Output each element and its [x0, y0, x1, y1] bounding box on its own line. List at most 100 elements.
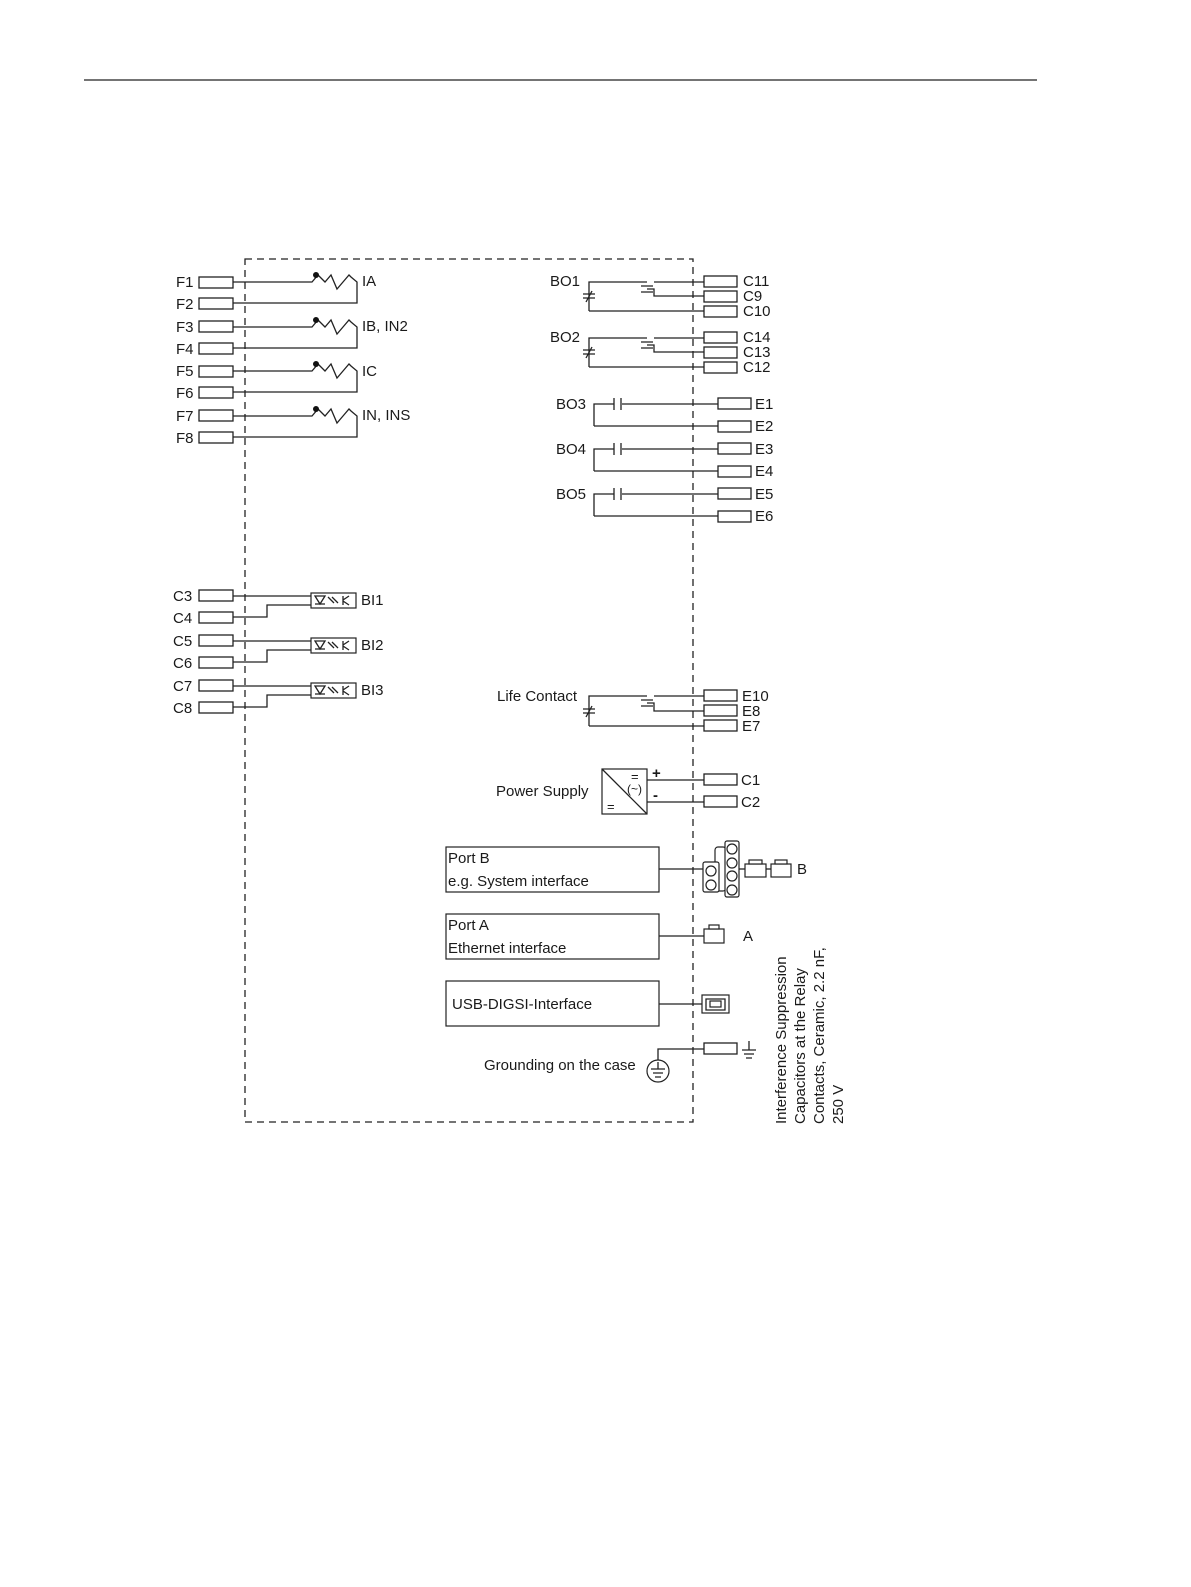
- ground-icon: [742, 1041, 756, 1059]
- fiber-connector-icon[interactable]: [702, 840, 792, 898]
- grounding-label: Grounding on the case: [484, 1057, 636, 1074]
- terminal-label: E5: [755, 486, 773, 503]
- terminal[interactable]: [198, 342, 234, 355]
- terminal-label: F5: [176, 363, 194, 380]
- port-a-box: [445, 913, 660, 960]
- terminal[interactable]: [198, 656, 234, 669]
- no-contact-icon: [613, 398, 622, 410]
- terminal[interactable]: [717, 420, 752, 433]
- output-label: BO1: [550, 273, 580, 290]
- terminal[interactable]: [703, 719, 738, 732]
- terminal[interactable]: [703, 773, 738, 786]
- nc-contact-icon: [583, 290, 595, 303]
- power-supply-label: Power Supply: [496, 783, 589, 800]
- output-label: BO2: [550, 329, 580, 346]
- terminal-label: F3: [176, 319, 194, 336]
- port-b-title: Port B: [448, 850, 490, 867]
- port-a-subtitle: Ethernet interface: [448, 940, 566, 957]
- terminal[interactable]: [198, 701, 234, 714]
- terminal-label: C5: [173, 633, 192, 650]
- terminal-label: C11: [743, 273, 769, 290]
- binary-output-bo5: BO5 E5 E6: [556, 486, 773, 525]
- output-label: BO5: [556, 486, 586, 503]
- terminal[interactable]: [703, 361, 738, 374]
- note-line-3: Contacts, Ceramic, 2.2 nF,: [811, 947, 828, 1124]
- port-b-terminal-label: B: [797, 861, 807, 878]
- no-contact-icon: [641, 341, 653, 349]
- terminal[interactable]: [717, 487, 752, 500]
- terminal[interactable]: [198, 365, 234, 378]
- terminal[interactable]: [198, 409, 234, 422]
- terminal[interactable]: [198, 589, 234, 602]
- terminal[interactable]: [703, 795, 738, 808]
- life-contact-label: Life Contact: [497, 688, 578, 705]
- terminal-label: E8: [742, 703, 760, 720]
- current-input-label: IN, INS: [362, 407, 410, 424]
- no-contact-icon: [613, 443, 622, 455]
- port-a-title: Port A: [448, 917, 489, 934]
- note-line-4: 250 V: [830, 1085, 847, 1124]
- terminal[interactable]: [198, 297, 234, 310]
- terminal-label: C12: [743, 359, 771, 376]
- terminal-label: C8: [173, 700, 192, 717]
- terminal[interactable]: [198, 679, 234, 692]
- port-a-terminal-label: A: [743, 928, 753, 945]
- terminal[interactable]: [703, 346, 738, 359]
- polarity-dot: [313, 317, 319, 323]
- usb-box: [445, 980, 660, 1027]
- terminal[interactable]: [198, 634, 234, 647]
- terminal[interactable]: [717, 465, 752, 478]
- terminal-label: E6: [755, 508, 773, 525]
- current-input-ib: F3 F4 IB, IN2: [176, 317, 408, 358]
- terminal[interactable]: [703, 290, 738, 303]
- terminal[interactable]: [717, 510, 752, 523]
- nc-contact-icon: [583, 705, 595, 718]
- terminal-label: C7: [173, 678, 192, 695]
- terminal[interactable]: [703, 1042, 738, 1055]
- plus-sign: +: [652, 765, 661, 782]
- terminal[interactable]: [717, 442, 752, 455]
- ac-symbol: (~): [627, 782, 642, 796]
- terminal[interactable]: [198, 431, 234, 444]
- terminal-label: C6: [173, 655, 192, 672]
- binary-output-bo1: BO1 C11 C9 C10: [550, 273, 771, 320]
- no-contact-icon: [613, 488, 622, 500]
- terminal-label: E10: [742, 688, 769, 705]
- binary-input-label: BI1: [361, 592, 384, 609]
- terminal[interactable]: [703, 331, 738, 344]
- terminal-label: C4: [173, 610, 192, 627]
- terminal-label: F7: [176, 408, 194, 425]
- terminal[interactable]: [198, 276, 234, 289]
- binary-input-label: BI2: [361, 637, 384, 654]
- current-input-label: IC: [362, 363, 377, 380]
- terminal-label: C1: [741, 772, 760, 789]
- usb-port-icon[interactable]: [701, 994, 730, 1014]
- no-contact-icon: [641, 699, 653, 707]
- life-contact: Life Contact E10 E8 E7: [497, 688, 769, 735]
- binary-output-bo4: BO4 E3 E4: [556, 441, 773, 480]
- current-input-label: IA: [362, 273, 376, 290]
- terminal[interactable]: [703, 275, 738, 288]
- terminal-label: C13: [743, 344, 771, 361]
- terminal-label: E2: [755, 418, 773, 435]
- terminal-label: C3: [173, 588, 192, 605]
- note-line-2: Capacitors at the Relay: [792, 968, 809, 1124]
- output-label: BO3: [556, 396, 586, 413]
- grounding: Grounding on the case: [484, 1041, 756, 1083]
- terminal[interactable]: [198, 611, 234, 624]
- terminal-label: F1: [176, 274, 194, 291]
- terminal[interactable]: [198, 320, 234, 333]
- terminal[interactable]: [198, 386, 234, 399]
- terminal[interactable]: [703, 689, 738, 702]
- terminal-label: E4: [755, 463, 773, 480]
- binary-output-bo3: BO3 E1 E2: [556, 396, 773, 435]
- polarity-dot: [313, 272, 319, 278]
- output-label: BO4: [556, 441, 586, 458]
- current-input-label: IB, IN2: [362, 318, 408, 335]
- terminal[interactable]: [717, 397, 752, 410]
- terminal[interactable]: [703, 305, 738, 318]
- terminal-label: C14: [743, 329, 771, 346]
- terminal-label: C10: [743, 303, 771, 320]
- ethernet-port-icon[interactable]: [703, 924, 725, 944]
- terminal[interactable]: [703, 704, 738, 717]
